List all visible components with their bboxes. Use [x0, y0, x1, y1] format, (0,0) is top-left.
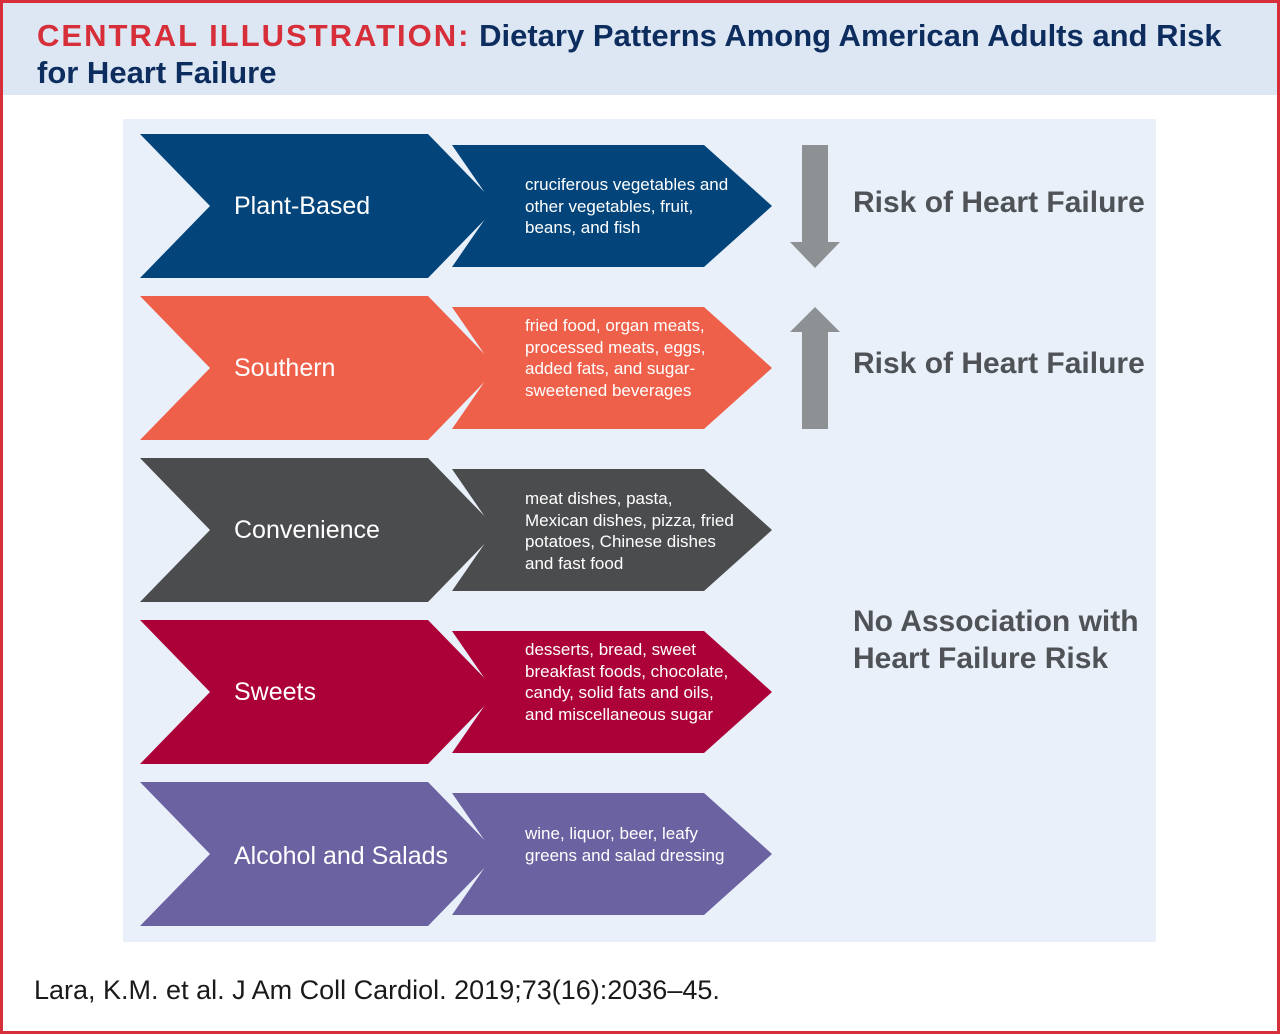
- central-illustration-label: CENTRAL ILLUSTRATION:: [37, 18, 471, 53]
- pattern-foods-southern: fried food, organ meats, processed meats…: [525, 316, 706, 400]
- risk-label-increased: Risk of Heart Failure: [853, 347, 1145, 380]
- title-text: Dietary Patterns Among American Adults a…: [37, 18, 1222, 90]
- convenience-chevron: [140, 458, 498, 602]
- pattern-foods-alcohol-salads: wine, liquor, beer, leafy greens and sal…: [525, 824, 725, 865]
- pattern-foods-convenience: meat dishes, pasta, Mexican dishes, pizz…: [525, 489, 734, 573]
- plant-based-foods-arrow: [452, 145, 772, 267]
- risk-label-decreased: Risk of Heart Failure: [853, 186, 1145, 219]
- southern-chevron: [140, 296, 498, 440]
- pattern-name-alcohol-salads: Alcohol and Salads: [234, 842, 449, 870]
- pattern-name-southern: Southern: [234, 354, 336, 382]
- alcohol-salads-chevron: [140, 782, 498, 926]
- convenience-foods-arrow: [452, 469, 772, 591]
- alcohol-salads-foods-arrow: [452, 793, 772, 915]
- pattern-name-sweets: Sweets: [234, 678, 316, 706]
- pattern-name-convenience: Convenience: [234, 516, 380, 544]
- plant-based-chevron: [140, 134, 498, 278]
- arrow-up-icon: [790, 307, 840, 429]
- pattern-foods-plant-based: cruciferous vegetables and other vegetab…: [525, 175, 729, 238]
- southern-foods-arrow: [452, 307, 772, 429]
- sweets-foods-arrow: [452, 631, 772, 753]
- sweets-chevron: [140, 620, 498, 764]
- risk-label-no-association: No Association with Heart Failure Risk: [853, 605, 1139, 675]
- citation: Lara, K.M. et al. J Am Coll Cardiol. 201…: [34, 975, 720, 1005]
- pattern-foods-sweets: desserts, bread, sweet breakfast foods, …: [525, 640, 729, 724]
- arrow-down-icon: [790, 145, 840, 268]
- pattern-name-plant-based: Plant-Based: [234, 192, 371, 220]
- page-title: CENTRAL ILLUSTRATION: Dietary Patterns A…: [37, 17, 1257, 91]
- header-bar: CENTRAL ILLUSTRATION: Dietary Patterns A…: [3, 3, 1277, 95]
